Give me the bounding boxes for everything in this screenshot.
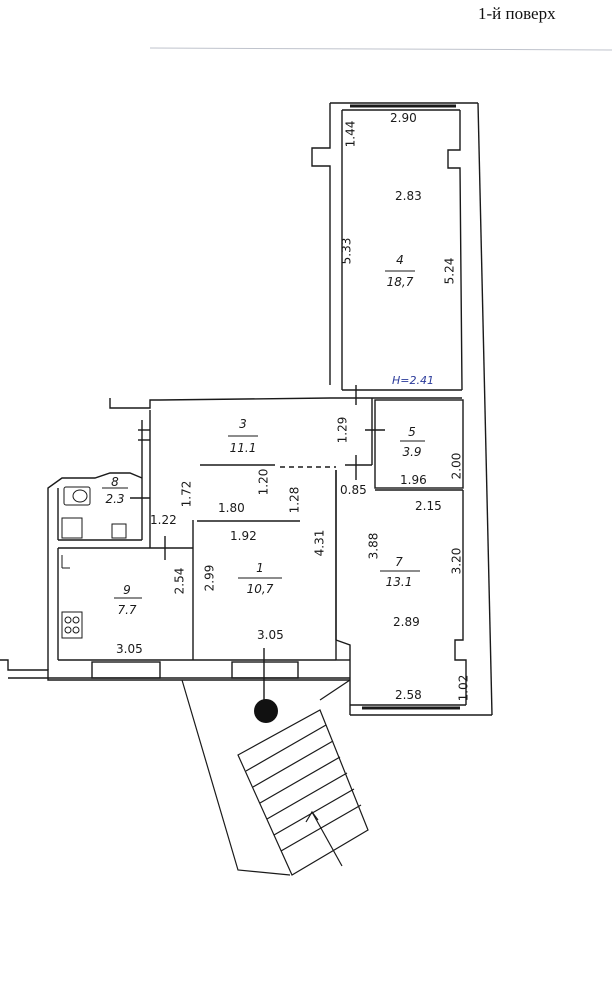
dim-1-20: 1.20 [256,468,271,496]
dim-r9-bottom: 3.05 [116,642,143,656]
wall-r7-right [454,490,467,705]
dim-1-22: 1.22 [150,513,177,527]
dim-0-85: 0.85 [340,483,367,497]
dim-2-58: 2.58 [395,688,422,702]
wall-r8-outer [47,472,143,670]
porch-outline [181,679,291,876]
entrance-stairs [181,679,369,876]
toilet [63,486,91,506]
wall-bottom-outer [0,659,350,681]
window-r9 [91,661,161,679]
dim-1-80: 1.80 [218,501,245,515]
room-1-number: 1 [256,561,264,575]
room-7-area: 13.1 [385,575,413,589]
ceiling-height-note: H=2.41 [392,374,434,387]
dim-1-28: 1.28 [287,486,302,514]
dim-r1-bottom: 3.05 [257,628,284,642]
room-8-number: 8 [111,475,119,489]
window-r1 [231,661,299,679]
dim-1-02: 1.02 [456,674,471,702]
wall-r3-top [109,397,331,409]
room-5-area: 3.9 [402,445,422,459]
dim-1-92: 1.92 [230,529,257,543]
room-7-number: 7 [395,555,403,569]
dim-2-99: 2.99 [202,564,217,592]
porch-line-2 [319,679,351,701]
room-9-area: 7.7 [117,603,137,617]
room-3-area: 11.1 [229,441,257,455]
area-underlines [102,270,425,599]
dim-1-96: 1.96 [400,473,427,487]
stove-icon [61,611,83,639]
dim-3-20: 3.20 [449,547,464,575]
wall-right-outer [477,102,493,716]
dim-r4-left: 5.33 [339,237,354,265]
dim-r4-top: 2.90 [390,111,417,125]
room-5-number: 5 [408,425,416,439]
room-1-area: 10,7 [246,582,274,596]
fixtures [61,486,127,639]
wall-r7-left-lower [335,639,351,715]
dim-r4-right: 5.24 [442,257,457,285]
toilet-bowl-icon [72,489,88,503]
floor-label: 1-й поверх [478,4,556,23]
wall-r5 [374,399,464,489]
dim-2-00: 2.00 [449,452,464,480]
header-rule [149,47,612,51]
dim-r4-small: 1.44 [343,120,358,148]
dim-2-89: 2.89 [393,615,420,629]
dim-1-72: 1.72 [179,480,194,508]
room-9-number: 9 [123,583,131,597]
dim-1-29: 1.29 [335,416,350,444]
room-8-area: 2.3 [105,492,125,506]
room-4-area: 18,7 [386,275,414,289]
bathtub-icon [61,517,83,539]
stair-arrow [311,811,343,867]
wall-r4-left-outer [311,103,331,385]
stair-arrow-head [305,810,319,823]
dim-4-31: 4.31 [312,529,327,557]
room-3-number: 3 [239,417,247,431]
dim-3-88: 3.88 [366,532,381,560]
dim-2-54: 2.54 [172,567,187,595]
dim-r4-inner: 2.83 [395,189,422,203]
wall-r4-right-inner [447,110,463,391]
entrance-marker [254,699,278,723]
walls [0,102,493,716]
room-4-number: 4 [396,253,404,267]
dim-2-15: 2.15 [415,499,442,513]
washbasin-icon [111,523,127,539]
